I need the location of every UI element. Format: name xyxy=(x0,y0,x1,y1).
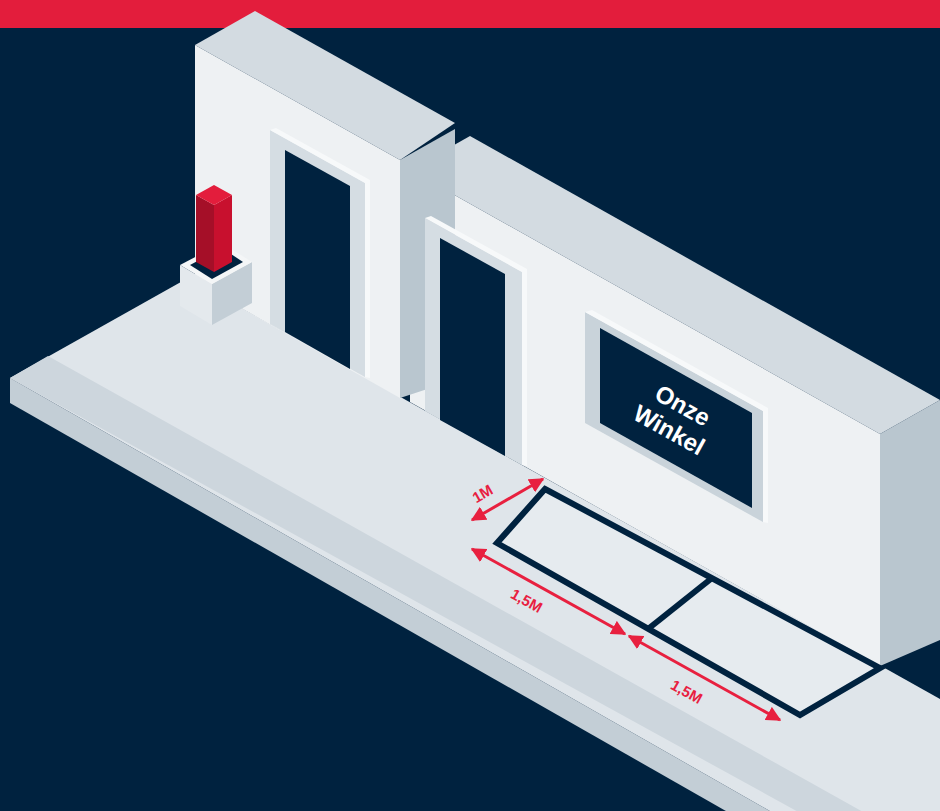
post-top xyxy=(196,185,232,205)
door xyxy=(440,238,505,456)
post-face xyxy=(214,195,232,272)
sign-panel-shape xyxy=(600,328,752,508)
door xyxy=(285,150,350,369)
sign-frame xyxy=(585,312,763,522)
queue-box xyxy=(497,489,880,715)
sign-frame-edge xyxy=(585,310,768,523)
shop-sign: Onze Winkel xyxy=(600,328,752,508)
door-frame xyxy=(270,130,365,377)
dimension-arrow xyxy=(629,636,780,720)
post-face xyxy=(196,195,214,272)
building-side xyxy=(880,400,940,666)
queue-divider xyxy=(648,578,712,629)
door-frame-edge xyxy=(270,128,370,378)
door-frame xyxy=(425,218,522,465)
building-front xyxy=(195,45,400,398)
door-frame-edge xyxy=(425,216,527,466)
dimension-arrow xyxy=(472,549,625,634)
top-bar xyxy=(0,0,940,28)
